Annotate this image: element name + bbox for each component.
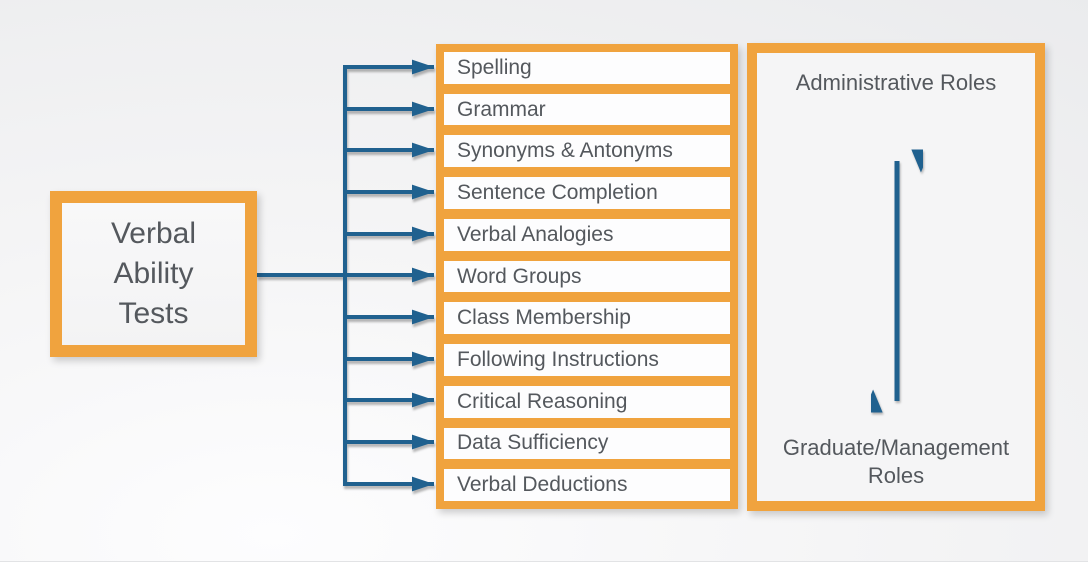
- test-item-class-membership: Class Membership: [444, 302, 730, 335]
- test-item-synonyms-antonyms: Synonyms & Antonyms: [444, 135, 730, 168]
- roles-panel: Administrative Roles Graduate/Management…: [747, 43, 1045, 511]
- test-item-critical-reasoning: Critical Reasoning: [444, 385, 730, 418]
- up-down-arrow-icon: [757, 53, 1035, 501]
- test-item-word-groups: Word Groups: [444, 260, 730, 293]
- test-item-following-instructions: Following Instructions: [444, 344, 730, 376]
- test-item-spelling: Spelling: [444, 52, 730, 84]
- graduate-management-roles-label: Graduate/Management Roles: [782, 435, 1010, 488]
- verbal-ability-tests-box: Verbal Ability Tests: [50, 191, 257, 357]
- test-item-sentence-completion: Sentence Completion: [444, 177, 730, 209]
- test-item-verbal-analogies: Verbal Analogies: [444, 218, 730, 251]
- test-item-verbal-deductions: Verbal Deductions: [444, 469, 730, 502]
- test-types-panel: Spelling Grammar Synonyms & Antonyms Sen…: [436, 44, 738, 509]
- verbal-ability-tests-label: Verbal Ability Tests: [110, 217, 197, 330]
- administrative-roles-label: Administrative Roles: [795, 70, 997, 95]
- test-item-grammar: Grammar: [444, 93, 730, 126]
- test-item-data-sufficiency: Data Sufficiency: [444, 427, 730, 460]
